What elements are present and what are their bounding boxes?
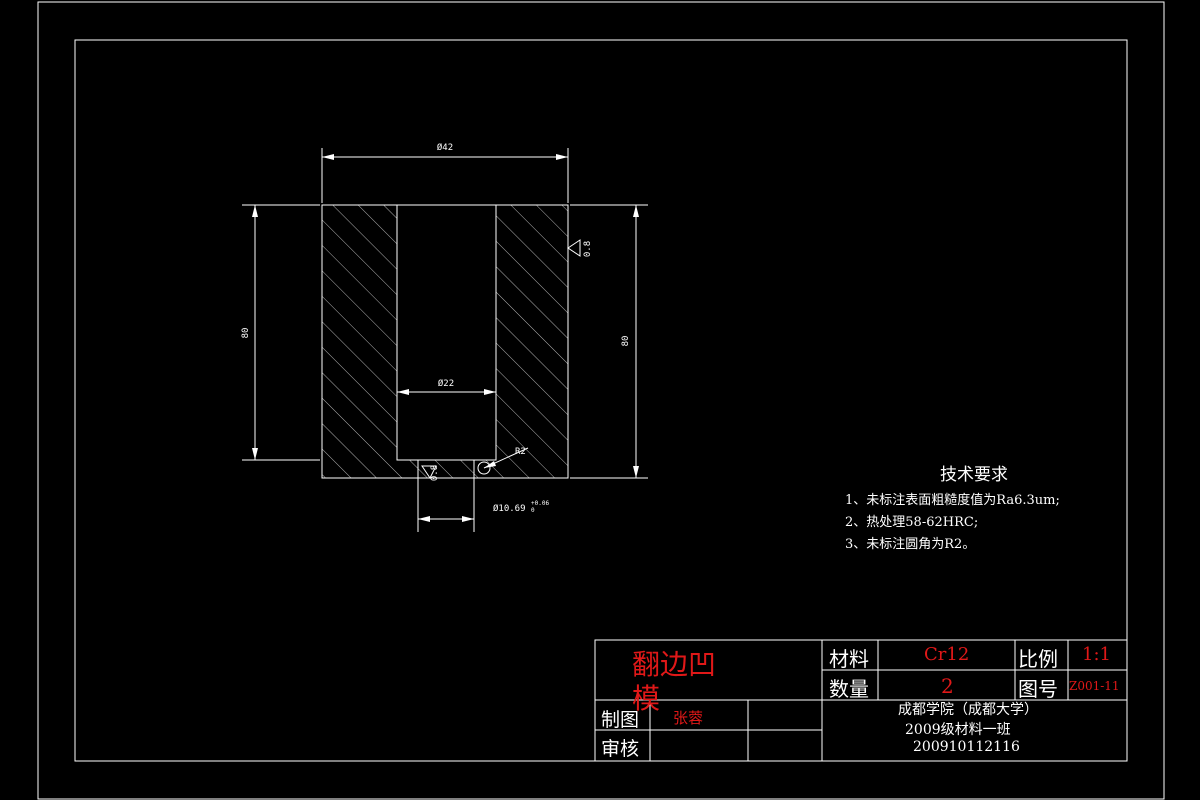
scale-label: 比例 <box>1018 647 1058 671</box>
dim-hole-tol-upper: +0.06 <box>531 500 549 507</box>
drawing-no-value: Z001-11 <box>1069 679 1120 693</box>
material-value: Cr12 <box>924 644 970 665</box>
dim-right-height <box>570 204 648 479</box>
student-id: 200910112116 <box>913 739 1020 755</box>
class-name: 2009级材料一班 <box>905 722 1011 738</box>
tech-requirement-item: 2、热处理58-62HRC; <box>845 515 979 530</box>
radius-leader <box>477 447 529 475</box>
dim-top-width-label: Ø42 <box>437 142 453 153</box>
bore-outline <box>396 205 497 461</box>
roughness-bottom-label: 0.8 <box>430 465 440 481</box>
dim-right-height-label: 80 <box>621 336 631 347</box>
reviewed-label: 审核 <box>601 738 640 760</box>
roughness-symbol-right <box>567 239 581 257</box>
dim-top-width <box>321 148 569 203</box>
quantity-label: 数量 <box>829 677 869 701</box>
quantity-value: 2 <box>941 674 954 698</box>
dim-left-height <box>242 204 320 461</box>
dim-hole <box>418 516 474 522</box>
dim-bore-width-label: Ø22 <box>438 378 454 389</box>
sheet-outer-border <box>37 1 1165 800</box>
part-name: 翻边凹模 <box>632 648 717 715</box>
dim-hole-label: Ø10.69 <box>493 503 526 514</box>
part-section <box>321 204 569 532</box>
bottom-hatch <box>322 460 568 478</box>
tech-requirements-title: 技术要求 <box>940 465 1008 485</box>
drawn-by-value: 张蓉 <box>673 709 704 727</box>
school-name: 成都学院（成都大学） <box>898 702 1038 718</box>
dim-hole-tol-lower: 0 <box>531 507 535 514</box>
title-block-grid <box>594 639 1128 762</box>
dim-bore-width <box>397 389 496 395</box>
tech-requirement-item: 3、未标注圆角为R2。 <box>845 537 976 552</box>
drawing-no-label: 图号 <box>1018 677 1058 701</box>
part-outline <box>321 204 569 479</box>
tech-requirement-item: 1、未标注表面粗糙度值为Ra6.3um; <box>845 493 1060 508</box>
left-wall-hatch <box>322 205 397 460</box>
drawn-by-label: 制图 <box>601 709 640 731</box>
scale-value: 1:1 <box>1082 644 1111 665</box>
dim-radius-label: R2 <box>515 447 526 457</box>
material-label: 材料 <box>829 647 869 671</box>
roughness-symbol-bottom <box>421 465 437 479</box>
roughness-right-label: 0.8 <box>583 241 593 257</box>
right-wall-hatch <box>496 205 568 460</box>
dim-left-height-label: 80 <box>241 328 251 339</box>
